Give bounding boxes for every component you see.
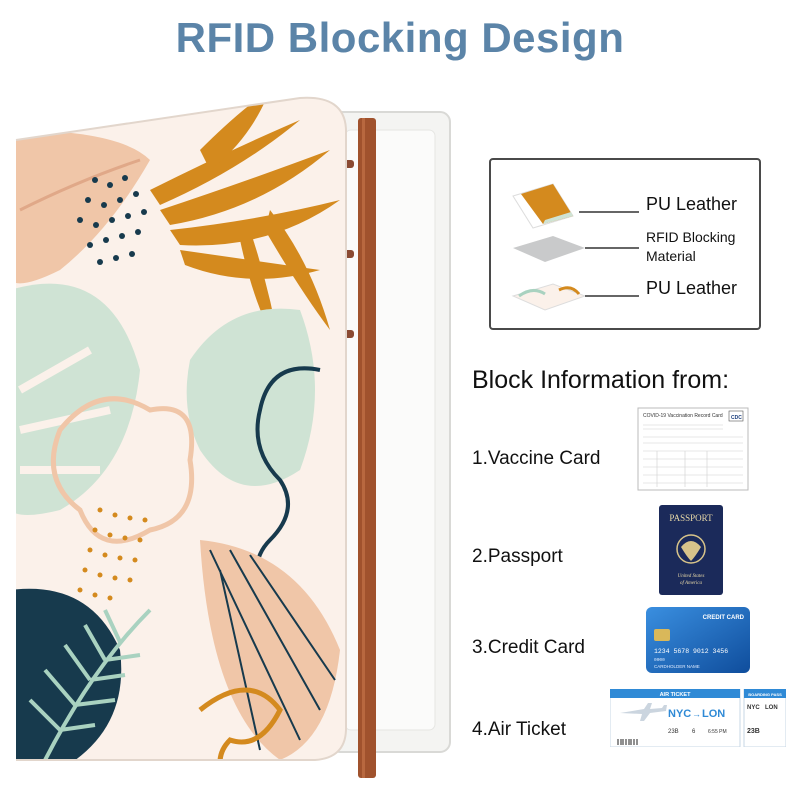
boarding-pass-header: BOARDING PASS [748,692,782,697]
layer-label-middle-line2: Material [646,248,696,264]
block-item-vaccine-card: 1.Vaccine Card [472,448,601,469]
passport-holder-image [15,96,451,778]
passport-word: PASSPORT [669,513,713,523]
credit-card-holder: CARDHOLDER NAME [654,664,700,669]
passport-country-line1: United States [678,574,705,579]
layer-label-middle-line1: RFID Blocking [646,229,736,245]
vaccine-card-title: COVID-19 Vaccination Record Card [643,413,723,419]
credit-card-icon: CREDIT CARD 1234 5678 9012 3456 0000 CAR… [646,607,750,673]
layer-label-top: PU Leather [646,194,738,214]
passport-icon: PASSPORT United States of America [659,505,723,595]
credit-card-expiry: 0000 [654,657,665,663]
air-ticket-to: LON [702,708,725,720]
vaccine-card-icon: COVID-19 Vaccination Record Card CDC [637,407,749,491]
air-ticket-seat: 23B [668,729,679,735]
block-heading: Block Information from: [472,366,730,394]
air-ticket-header: AIR TICKET [660,692,692,698]
block-item-passport: 2.Passport [472,546,563,567]
boarding-pass-to: LON [765,705,778,711]
pu-leather-top-layer [512,183,574,229]
air-ticket-gate: 6 [692,729,696,735]
credit-card-title: CREDIT CARD [703,615,745,621]
air-ticket-from: NYC [668,708,691,720]
boarding-pass-from: NYC [747,705,760,711]
page-title: RFID Blocking Design [175,14,625,61]
block-item-air-ticket: 4.Air Ticket [472,719,566,740]
layer-label-middle: RFID Blocking Material [646,228,735,266]
boarding-pass-seat: 23B [747,728,760,735]
block-item-credit-card: 3.Credit Card [472,637,585,658]
layer-squares [511,183,639,311]
air-ticket-arrow-icon: → [692,709,701,719]
passport-country-line2: of America [680,581,702,586]
vaccine-card-logo: CDC [731,415,742,421]
layer-label-bottom: PU Leather [646,278,738,298]
air-ticket-time: 6:55 PM [708,729,727,735]
layers-diagram: PU Leather RFID Blocking Material PU Lea… [489,158,761,330]
credit-card-number: 1234 5678 9012 3456 [654,648,728,655]
air-ticket-icon: AIR TICKET NYC → LON 23B 6 6:55 PM BOARD… [610,689,786,747]
